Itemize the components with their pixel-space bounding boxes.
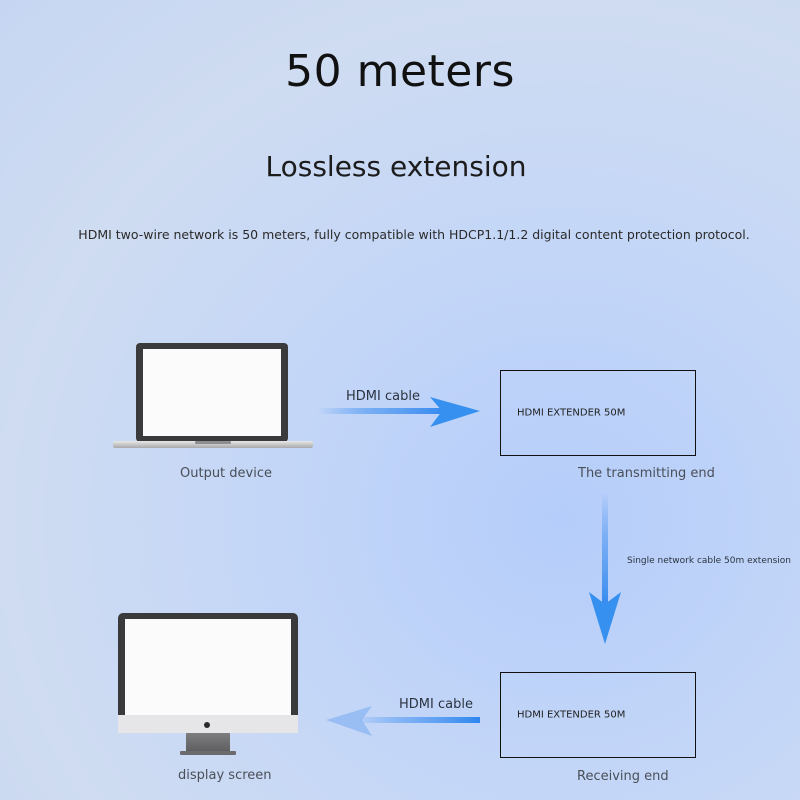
arrow-down-icon: [589, 492, 621, 644]
arrow-left-icon: [326, 706, 480, 736]
receiver-box: HDMI EXTENDER 50M: [500, 672, 696, 758]
page-title: 50 meters: [285, 46, 515, 97]
receiver-caption: Receiving end: [577, 769, 669, 784]
description-text: HDMI two-wire network is 50 meters, full…: [78, 227, 750, 242]
laptop-icon: [113, 343, 313, 448]
display-caption: display screen: [178, 768, 272, 783]
page-subtitle: Lossless extension: [265, 150, 527, 183]
hdmi-cable-label-bottom: HDMI cable: [399, 697, 473, 712]
output-device-caption: Output device: [180, 466, 272, 481]
transmitter-caption: The transmitting end: [578, 466, 715, 481]
network-cable-label: Single network cable 50m extension: [627, 556, 791, 566]
transmitter-box: HDMI EXTENDER 50M: [500, 370, 696, 456]
transmitter-box-label: HDMI EXTENDER 50M: [517, 407, 626, 419]
arrow-right-icon: [318, 397, 480, 427]
monitor-icon: [118, 613, 298, 755]
hdmi-cable-label-top: HDMI cable: [346, 389, 420, 404]
receiver-box-label: HDMI EXTENDER 50M: [517, 709, 626, 721]
